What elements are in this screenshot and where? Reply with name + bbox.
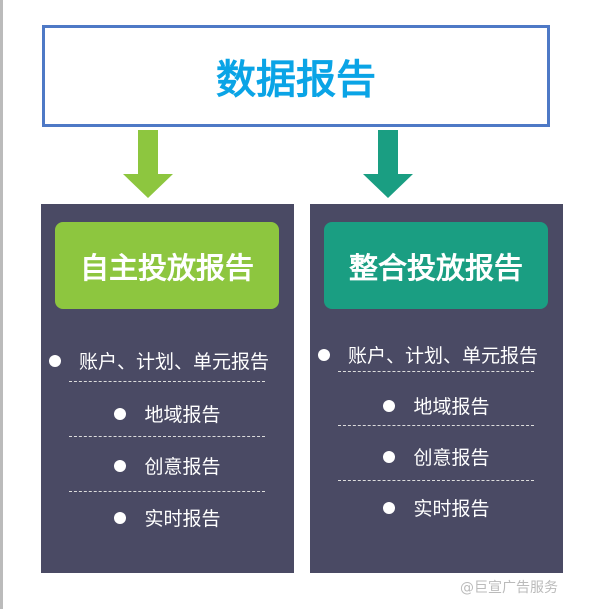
panel-header: 整合投放报告 [324, 222, 548, 309]
title-box: 数据报告 [42, 25, 550, 127]
bullet-icon [383, 501, 396, 514]
page-edge [0, 0, 3, 609]
list-item: 账户、计划、单元报告 [310, 341, 571, 368]
watermark: @巨宣广告服务 [460, 580, 558, 596]
title: 数据报告 [216, 57, 376, 103]
arrow-down-icon [123, 130, 173, 198]
list-item: 地域报告 [41, 400, 294, 427]
bullet-icon [383, 399, 396, 412]
list-item: 创意报告 [41, 452, 294, 479]
list-item: 地域报告 [310, 392, 563, 419]
divider [69, 436, 265, 437]
bullet-icon [114, 407, 127, 420]
bullet-icon [383, 450, 396, 463]
bullet-icon [49, 354, 61, 367]
bullet-icon [114, 459, 127, 472]
divider [69, 491, 265, 492]
panel-header: 自主投放报告 [55, 222, 279, 309]
arrow-down-icon [363, 130, 413, 198]
divider [338, 480, 534, 481]
list-item: 实时报告 [310, 494, 563, 521]
list-item: 实时报告 [41, 504, 294, 531]
list-item: 账户、计划、单元报告 [41, 347, 302, 374]
list-item: 创意报告 [310, 443, 563, 470]
right-panel: 整合投放报告 账户、计划、单元报告 地域报告 创意报告 实时报告 [310, 204, 563, 573]
bullet-icon [318, 348, 330, 361]
left-panel: 自主投放报告 账户、计划、单元报告 地域报告 创意报告 实时报告 [41, 204, 294, 573]
divider [69, 381, 265, 382]
bullet-icon [114, 511, 127, 524]
divider [338, 425, 534, 426]
divider [338, 371, 534, 372]
